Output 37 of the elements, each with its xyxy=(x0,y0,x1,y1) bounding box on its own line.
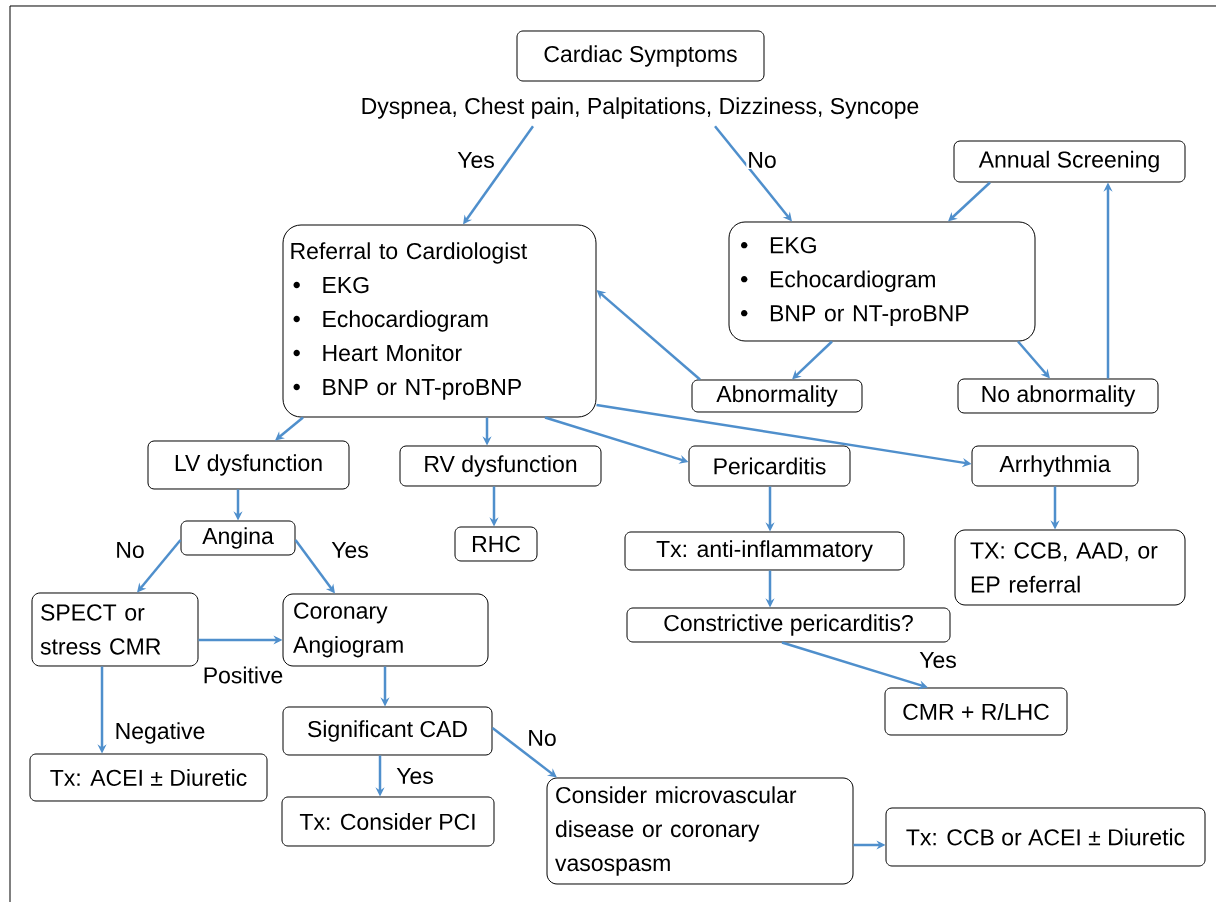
process-box: Cardiac Symptoms xyxy=(516,30,765,82)
process-box: Arrhythmia xyxy=(971,445,1139,487)
process-box: LV dysfunction xyxy=(147,440,350,490)
process-box: SPECT or stress CMR xyxy=(31,592,199,667)
process-box: Tx: anti-inflammatory xyxy=(624,531,905,571)
edge-label: Negative xyxy=(113,721,207,745)
process-box: Constrictive pericarditis? xyxy=(626,607,951,643)
process-box: Coronary Angiogram xyxy=(282,593,489,667)
symptom-list: Dyspnea, Chest pain, Palpitations, Dizziness, Syncope xyxy=(362,97,919,119)
edge-label: Positive xyxy=(201,665,285,685)
process-box: Consider microvascular disease or coronary vasospasm xyxy=(546,777,854,885)
process-box: Referral to Cardiologist EKG Echocardiogram Heart Monitor BNP or NT-proBNP xyxy=(282,224,597,418)
arrow xyxy=(792,340,833,380)
process-box: Angina xyxy=(180,520,296,556)
process-box: Tx: ACEI ± Diuretic xyxy=(29,753,268,802)
arrow xyxy=(491,727,557,778)
arrow xyxy=(948,181,991,222)
process-box: Significant CAD xyxy=(282,706,493,756)
arrow xyxy=(275,416,304,441)
edge-label: Yes xyxy=(330,540,370,559)
edge-label: Yes xyxy=(918,650,958,669)
process-box: Abnormality xyxy=(691,379,863,413)
process-box: RV dysfunction xyxy=(399,445,602,487)
process-box: Tx: CCB or ACEI ± Diuretic xyxy=(885,807,1206,867)
process-box: CMR + R/LHC xyxy=(884,687,1068,736)
edge-label: Yes xyxy=(395,766,435,785)
edge-label: No xyxy=(114,540,146,559)
process-box: TX: CCB, AAD, or EP referral xyxy=(954,529,1186,606)
process-box: Tx: Consider PCI xyxy=(281,796,495,847)
edge-label: No xyxy=(526,728,558,747)
process-box: No abnormality xyxy=(957,378,1159,414)
process-box: RHC xyxy=(454,526,538,562)
process-box: Annual Screening xyxy=(953,140,1186,183)
process-box: EKG Echocardiogram BNP or NT-proBNP xyxy=(728,221,1036,342)
process-box: Pericarditis xyxy=(688,445,851,487)
edge-label: Yes xyxy=(456,151,496,169)
edge-label: No xyxy=(746,151,778,169)
